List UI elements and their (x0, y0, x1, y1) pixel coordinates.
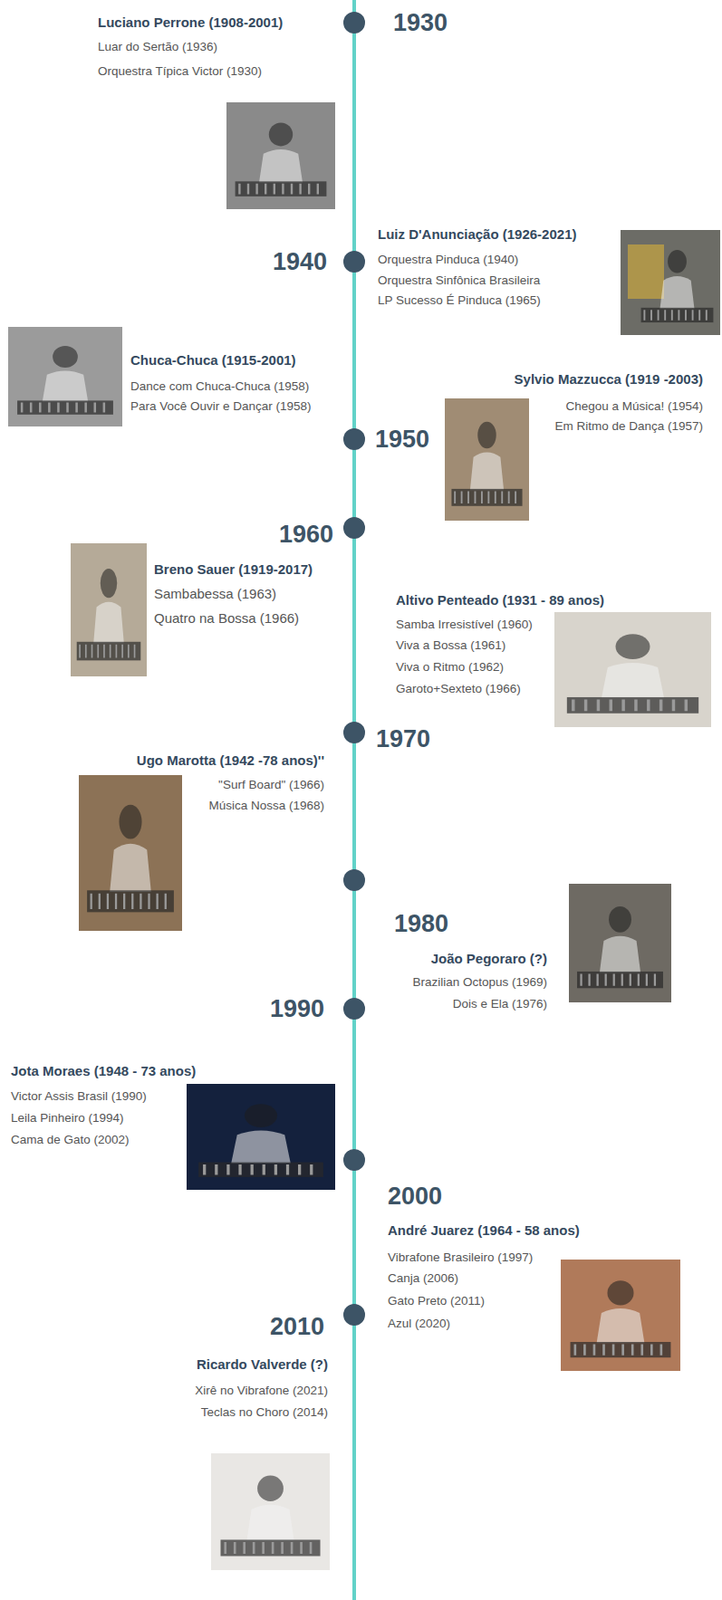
musician-name: Sylvio Mazzucca (1919 -2003) (514, 371, 703, 388)
decade-dot (343, 1149, 366, 1172)
photo-figure (567, 634, 699, 714)
musician-name: João Pegoraro (?) (431, 951, 548, 968)
album-title: Leila Pinheiro (1994) (10, 1111, 125, 1127)
photo-figure (641, 250, 714, 323)
album-title: Azul (2020) (387, 1317, 451, 1332)
photo (444, 398, 530, 521)
album-title: Dance com Chuca-Chuca (1958) (130, 379, 309, 395)
album-title: Samba Irresistível (1960) (395, 617, 533, 633)
musician-name: Ugo Marotta (1942 -78 anos)'' (136, 752, 325, 770)
album-title: Victor Assis Brasil (1990) (10, 1089, 147, 1105)
decade-label: 1940 (272, 247, 328, 277)
album-title: Cama de Gato (2002) (10, 1133, 130, 1148)
album-title: Em Ritmo de Dança (1957) (554, 419, 703, 434)
album-title: Viva a Bossa (1961) (395, 638, 506, 654)
decade-label: 2000 (387, 1182, 443, 1212)
decade-dot (343, 428, 366, 451)
decade-label: 1990 (269, 994, 325, 1024)
decade-label: 1950 (375, 424, 430, 454)
decade-label: 1970 (375, 724, 431, 754)
photo-figure (198, 1104, 324, 1178)
album-title: Luar do Sertão (1936) (97, 39, 218, 55)
decade-label: 2010 (269, 1312, 325, 1342)
photo (568, 884, 672, 1003)
musician-name: Luiz D'Anunciação (1926-2021) (377, 226, 577, 243)
album-title: Orquestra Sinfônica Brasileira (377, 273, 540, 289)
photo (186, 1084, 336, 1191)
album-title: Canja (2006) (387, 1271, 459, 1287)
decade-label: 1980 (394, 909, 449, 939)
album-title: Orquestra Típica Victor (1930) (97, 64, 262, 79)
musician-name: Altivo Penteado (1931 - 89 anos) (395, 592, 605, 609)
album-title: Brazilian Octopus (1969) (412, 975, 548, 991)
musician-name: André Juarez (1964 - 58 anos) (387, 1222, 580, 1240)
photo-figure (235, 122, 328, 196)
photo-figure (570, 1280, 672, 1358)
musician-name: Ricardo Valverde (?) (196, 1357, 328, 1374)
photo-figure (86, 805, 174, 914)
album-title: Viva o Ritmo (1962) (395, 660, 504, 675)
album-title: Orquestra Pinduca (1940) (377, 252, 519, 268)
album-title: Garoto+Sexteto (1966) (395, 682, 521, 697)
photo (226, 102, 336, 210)
photo (554, 612, 712, 728)
photo (8, 327, 123, 427)
decade-label: 1960 (279, 519, 334, 549)
album-title: Música Nossa (1968) (208, 799, 325, 814)
photo (560, 1260, 681, 1372)
decade-dot (343, 11, 366, 34)
album-title: Quatro na Bossa (1966) (154, 610, 299, 627)
album-title: Dois e Ela (1976) (452, 997, 548, 1012)
album-title: Gato Preto (2011) (387, 1294, 485, 1310)
album-title: Chegou a Música! (1954) (565, 399, 703, 414)
photo (70, 543, 147, 677)
musician-name: Jota Moraes (1948 - 73 anos) (10, 1063, 196, 1080)
decade-dot (343, 250, 366, 273)
photo-figure (451, 422, 522, 507)
album-title: "Surf Board" (1966) (218, 778, 325, 793)
photo-figure (577, 906, 664, 989)
decade-dot (343, 1304, 366, 1327)
musician-name: Chuca-Chuca (1915-2001) (130, 352, 297, 369)
photo (211, 1453, 330, 1571)
album-cover-art (627, 244, 665, 299)
decade-dot (343, 869, 366, 892)
musician-name: Breno Sauer (1919-2017) (154, 561, 313, 578)
musician-name: Luciano Perrone (1908-2001) (97, 14, 283, 31)
photo-figure (220, 1476, 320, 1558)
album-title: Para Você Ouvir e Dançar (1958) (130, 399, 312, 414)
decade-label: 1930 (393, 8, 448, 38)
decade-dot (343, 517, 366, 540)
photo (78, 775, 183, 932)
timeline-axis (352, 0, 357, 1600)
album-title: Vibrafone Brasileiro (1997) (387, 1251, 533, 1266)
album-title: Sambabessa (1963) (154, 586, 277, 603)
album-title: LP Sucesso É Pinduca (1965) (377, 293, 541, 309)
album-title: Teclas no Choro (2014) (201, 1405, 328, 1421)
decade-dot (343, 722, 366, 744)
photo-figure (77, 568, 142, 661)
album-title: Xirê no Vibrafone (2021) (194, 1384, 328, 1399)
decade-dot (343, 998, 366, 1021)
album-cover (620, 230, 721, 336)
photo-figure (17, 346, 114, 415)
